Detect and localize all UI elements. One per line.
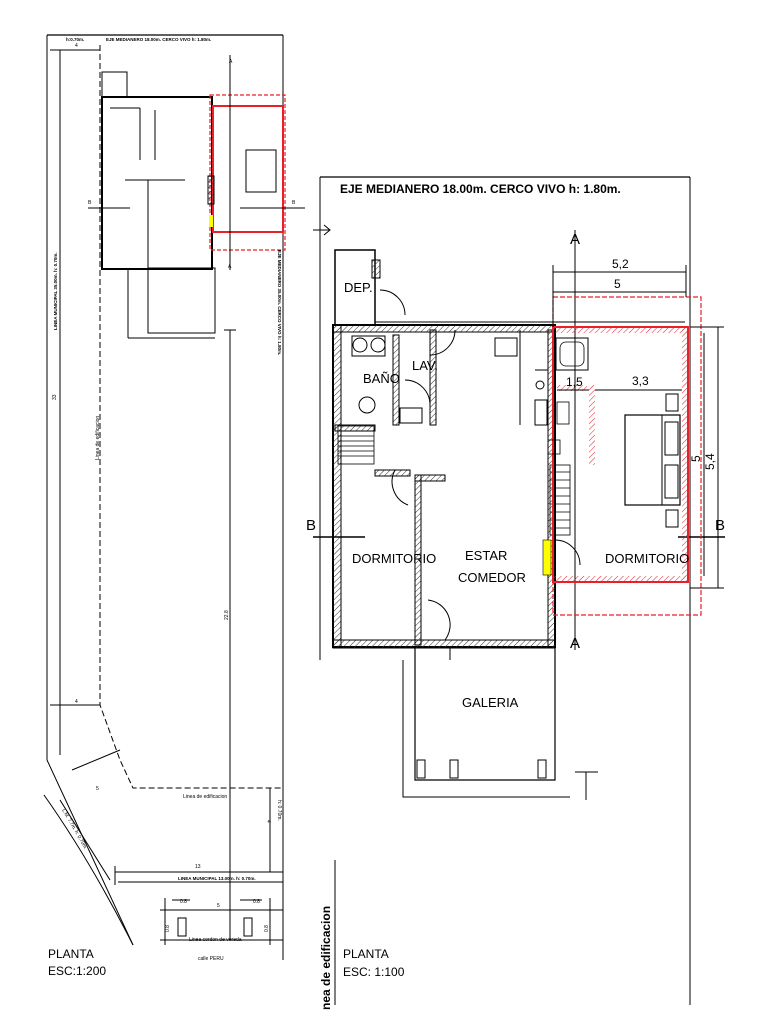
small-sec-a-top: A: [229, 59, 233, 65]
sec-a-bottom: A: [570, 635, 580, 652]
small-cordon: Linea cordon de vereda: [189, 937, 242, 943]
dim-top-inner: 5: [614, 277, 621, 291]
sec-b-left: B: [306, 517, 316, 534]
room-lav: LAV.: [412, 358, 438, 373]
small-municipal-bottom: LINEA MUNICIPAL 13.00m. h: 0.70m.: [178, 876, 256, 881]
small-street: calle PERU: [198, 956, 224, 962]
large-header: EJE MEDIANERO 18.00m. CERCO VIVO h: 1.80…: [340, 182, 621, 196]
sec-b-right: B: [715, 517, 725, 534]
dim-mid: 3,3: [632, 374, 649, 388]
small-left-vertical: LINEA MUNICIPAL 35.00m. h: 0.70m.: [53, 252, 58, 330]
room-dep: DEP.: [344, 280, 373, 295]
room-dormitorio-left: DORMITORIO: [352, 551, 436, 566]
small-dim-a: 0.8: [180, 899, 187, 905]
small-diag-label: L.M. 7.7m. h: 0.70m.: [60, 808, 88, 851]
dim-small: 1,5: [566, 375, 583, 389]
small-edificacion: Linea de edificacion: [183, 794, 227, 800]
room-galeria: GALERIA: [462, 695, 519, 710]
dim-top-outer: 5,2: [612, 257, 629, 271]
small-right-vertical: EJE MEDIANERO 35.00m. CERCO VIVO h: 1.80…: [277, 250, 282, 355]
site-plan-small: [43, 34, 305, 960]
dim-right-inner: 5: [689, 455, 703, 462]
large-edificacion-vertical: nea de edificacion: [319, 906, 333, 1010]
room-estar: ESTAR: [465, 548, 507, 563]
small-dim-bottom-mid: 5: [217, 903, 220, 909]
small-sec-b-left: B: [88, 200, 92, 206]
small-sec-a-bottom: A: [228, 264, 232, 270]
small-dim-bottom-total: 13: [195, 864, 201, 870]
small-sec-b-right: B: [292, 200, 296, 206]
small-edificacion-vertical: Linea de edificacion: [95, 416, 101, 460]
small-dim-v-left: 0.8: [165, 925, 171, 932]
small-dim-mid: 4: [75, 699, 78, 705]
large-plan-scale: ESC: 1:100: [343, 965, 405, 979]
small-h-note: h: 0.70m.: [276, 800, 282, 821]
small-dim-top: 4: [75, 43, 78, 49]
large-plan-title: PLANTA: [343, 947, 389, 961]
small-dim-b: 0.8: [253, 899, 260, 905]
room-bano: BAÑO: [363, 371, 400, 386]
small-plan-title: PLANTA: [48, 947, 94, 961]
small-header-note: h:0.70m.: [66, 37, 84, 42]
small-header: EJE MEDIANERO 18.00m. CERCO VIVO h: 1.80…: [106, 37, 211, 42]
bedroom-extension: [542, 265, 724, 616]
small-dim-left: 33: [52, 394, 58, 400]
small-dim-right-small: 4: [265, 820, 271, 823]
small-dim-v-right: 0.8: [264, 925, 270, 932]
room-dormitorio-right: DORMITORIO: [605, 551, 689, 566]
small-dim-diag: 5: [96, 786, 99, 792]
small-plan-scale: ESC:1:200: [48, 964, 106, 978]
sec-a-top: A: [570, 231, 580, 248]
small-dim-center: 22.8: [224, 610, 230, 620]
room-comedor: COMEDOR: [458, 570, 526, 585]
floor-plan-large: [313, 176, 725, 1005]
dim-right-outer: 5,4: [703, 453, 717, 470]
